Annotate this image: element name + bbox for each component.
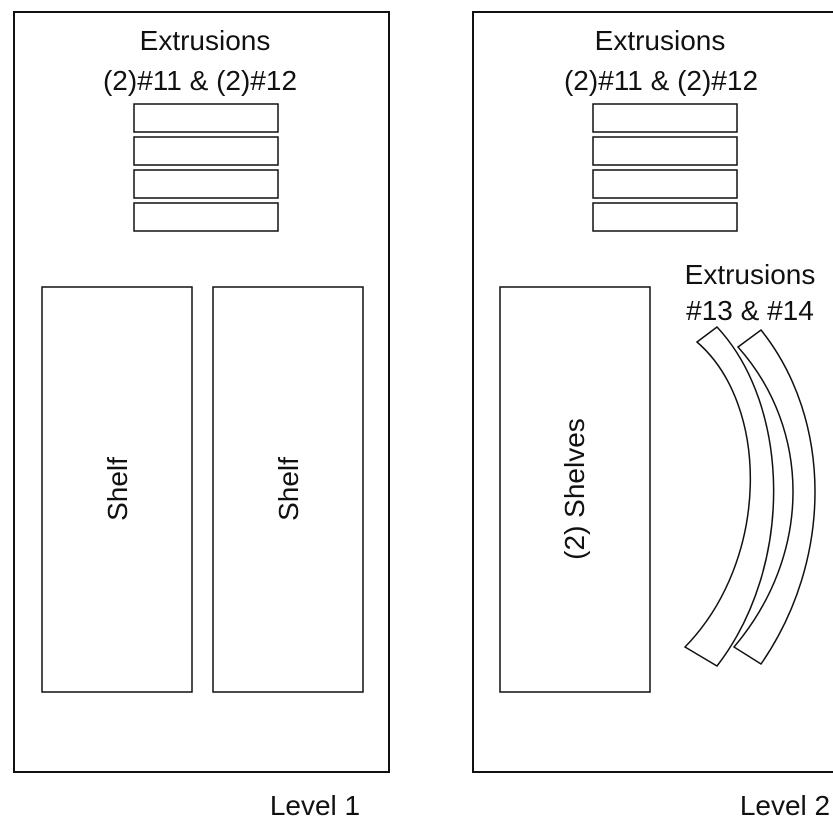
- level1-shelf-right-label: Shelf: [273, 457, 304, 521]
- level2-shelves-label: (2) Shelves: [559, 418, 590, 560]
- level1-extrusion-bar: [133, 136, 279, 166]
- level1-extrusion-bar: [133, 169, 279, 199]
- level2-curved-extrusions-ids: #13 & #14: [686, 295, 814, 326]
- level2-panel: Extrusions (2)#11 & (2)#12 (2) Shelves E…: [472, 11, 833, 773]
- level1-shelf-left-label: Shelf: [102, 457, 133, 521]
- level2-curved-extrusions-title: Extrusions: [685, 259, 816, 290]
- level2-extrusions-title: Extrusions: [595, 25, 726, 56]
- level1-label: Level 1: [270, 790, 360, 821]
- level2-extrusion-bar: [592, 202, 738, 232]
- level1-extrusion-bar: [133, 202, 279, 232]
- level1-shelf-left: [41, 286, 193, 693]
- level2-extrusions-ids: (2)#11 & (2)#12: [564, 65, 758, 96]
- level2-extrusion-bar: [592, 103, 738, 133]
- level2-curved-extrusion-14: [732, 328, 816, 666]
- level2-extrusion-bar: [592, 136, 738, 166]
- level2-curved-extrusion-13: [683, 325, 775, 667]
- level2-label: Level 2: [740, 790, 830, 821]
- level2-shelves-box: [499, 286, 651, 693]
- level1-shelf-right: [212, 286, 364, 693]
- level1-extrusion-bar: [133, 103, 279, 133]
- level1-panel: Extrusions (2)#11 & (2)#12 Shelf Shelf: [13, 11, 390, 773]
- level1-extrusions-title: Extrusions: [140, 25, 271, 56]
- level1-extrusions-ids: (2)#11 & (2)#12: [103, 65, 297, 96]
- level2-extrusion-bar: [592, 169, 738, 199]
